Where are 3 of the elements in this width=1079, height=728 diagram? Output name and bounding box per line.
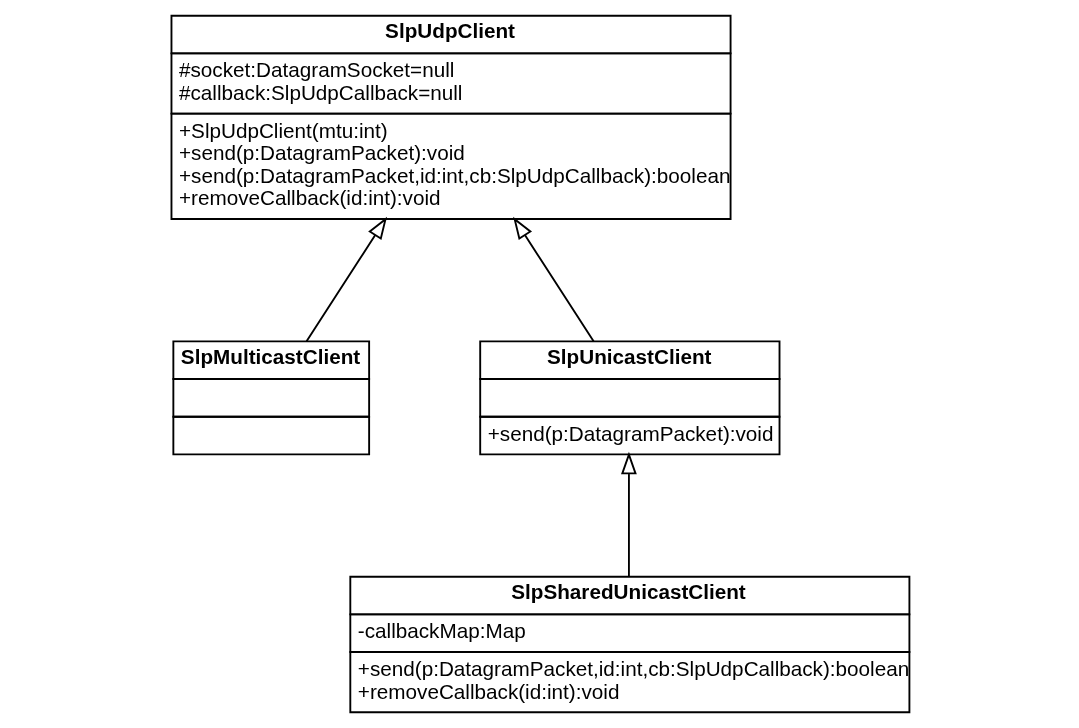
- arrow: [513, 216, 595, 343]
- arrow: [621, 451, 637, 578]
- arrow: [305, 216, 388, 343]
